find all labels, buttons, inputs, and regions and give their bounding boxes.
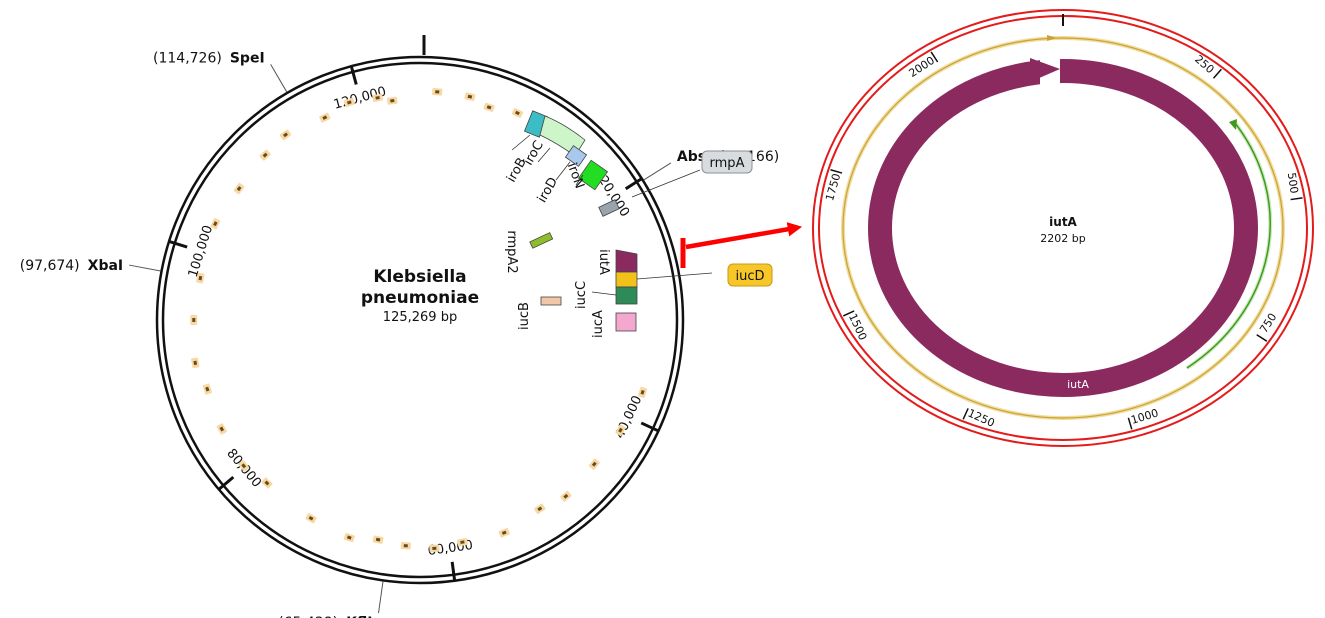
tick-20000 [624,177,643,191]
restriction-sites: (114,726)SpeIAbsI(20,166)(97,674)XbaI(65… [20,50,779,618]
rmpA2-feature: rmpA2 [504,230,554,274]
orf-mark [511,108,524,118]
zoom-tick-500 [1290,197,1303,201]
orf-mark [216,423,227,435]
orf-mark [615,424,626,436]
label-iroD: iroD [535,175,561,206]
orf-mark [343,97,355,108]
orf-mark [190,315,198,325]
tick-60000 [450,561,457,581]
tick-120000 [349,65,358,85]
iro-cluster: iroB iroC iroD iroN [504,110,609,206]
site-label-KflI: (65,438)KflI [278,615,372,618]
zoom-tick-1750 [830,169,843,174]
tick-40000 [640,421,660,433]
orf-mark [498,527,510,538]
zoom-tick-750 [1256,334,1268,342]
orf-mark [560,490,572,502]
gene-iroD [564,145,588,167]
rmpA-feature: rmpA [598,150,753,217]
tick-80000 [217,476,235,491]
orf-mark [261,477,273,489]
orf-mark [387,96,398,105]
zoom-arc-label: iutA [1067,378,1089,391]
orf-mark [279,129,292,141]
gene-iucC [615,286,638,305]
zoom-tick-2000 [930,51,939,63]
orf-mark [372,93,384,103]
orf-mark [191,357,200,369]
zoom-gene-size: 2202 bp [1040,232,1085,245]
zoom-orf-arc [1186,122,1271,369]
gene-iutA [615,249,638,273]
site-label-SpeI: (114,726)SpeI [153,50,265,66]
zoom-gene-ring [868,59,1258,397]
backbone-outer-ring [155,55,685,585]
gene-iucA [615,312,637,332]
site-label-XbaI: (97,674)XbaI [20,258,123,274]
plasmid-name-line1: Klebsiella [373,267,466,287]
tick-label-100000: 100,000 [186,224,216,280]
orf-mark [210,218,221,230]
site-line-SpeI [270,64,288,93]
orf-mark [233,182,245,195]
gene-iroN [577,159,609,191]
site-line-KflI [378,581,384,614]
callout-iucD [727,263,773,287]
zoom-tick-1000 [1127,417,1133,430]
iuta-zoom-map: iutA iutA 2202 bp 2505007501000125015001… [812,9,1314,447]
site-line-XbaI [129,264,161,272]
plasmid-size: 125,269 bp [383,310,457,325]
gene-rmpA2 [529,232,554,249]
zoom-gene-arrowhead [1030,58,1060,82]
zoom-outer-ring-1 [812,9,1314,447]
orf-mark [372,535,384,544]
orf-mark [637,386,648,398]
orf-mark [202,383,212,395]
orf-mark [238,460,250,472]
zoom-tick-label-250: 250 [1192,53,1216,77]
gene-iucD [615,271,638,288]
site-line-AbsI [643,162,672,181]
orf-mark [464,92,476,102]
label-rmpA: rmpA [710,156,745,171]
zoom-tick-250 [1212,68,1222,79]
orf-mark [456,537,468,547]
callout-rmpA [701,150,753,174]
zoom-gene-name: iutA [1049,215,1077,229]
label-iucB: iucB [517,302,532,330]
zoom-tick-1500 [842,310,855,317]
zoom-tick-1250 [962,408,969,420]
label-iroN: iroN [564,161,587,191]
orf-mark [305,513,317,524]
zoom-tick-label-1250: 1250 [966,406,997,429]
label-iucD: iucD [735,269,764,284]
gene-rmpA [598,199,620,217]
orf-mark [429,544,440,553]
orf-mark [259,149,271,161]
label-rmpA2: rmpA2 [504,230,519,273]
zoom-tick-label-500: 500 [1285,172,1301,195]
gene-iucB [540,296,562,306]
zoom-track [842,37,1284,419]
plasmid-name-line2: pneumoniae [361,288,479,308]
label-iroC: iroC [521,138,547,168]
label-iucC: iucC [574,281,589,309]
tick-100000 [168,240,188,249]
orf-mark [588,458,600,470]
orf-mark [343,532,355,543]
backbone-inner-ring [161,61,679,579]
label-iutA: iutA [596,249,611,275]
orf-mark [400,542,411,550]
label-iucA: iucA [591,310,606,338]
orf-mark [196,272,205,284]
orf-mark [319,112,331,123]
iuc-cluster: iucD iutA iucC iucA iucB [517,249,773,338]
orf-mark [534,503,546,515]
orf-mark [483,102,495,112]
zoom-arrow [685,222,803,250]
orf-mark [432,88,443,96]
